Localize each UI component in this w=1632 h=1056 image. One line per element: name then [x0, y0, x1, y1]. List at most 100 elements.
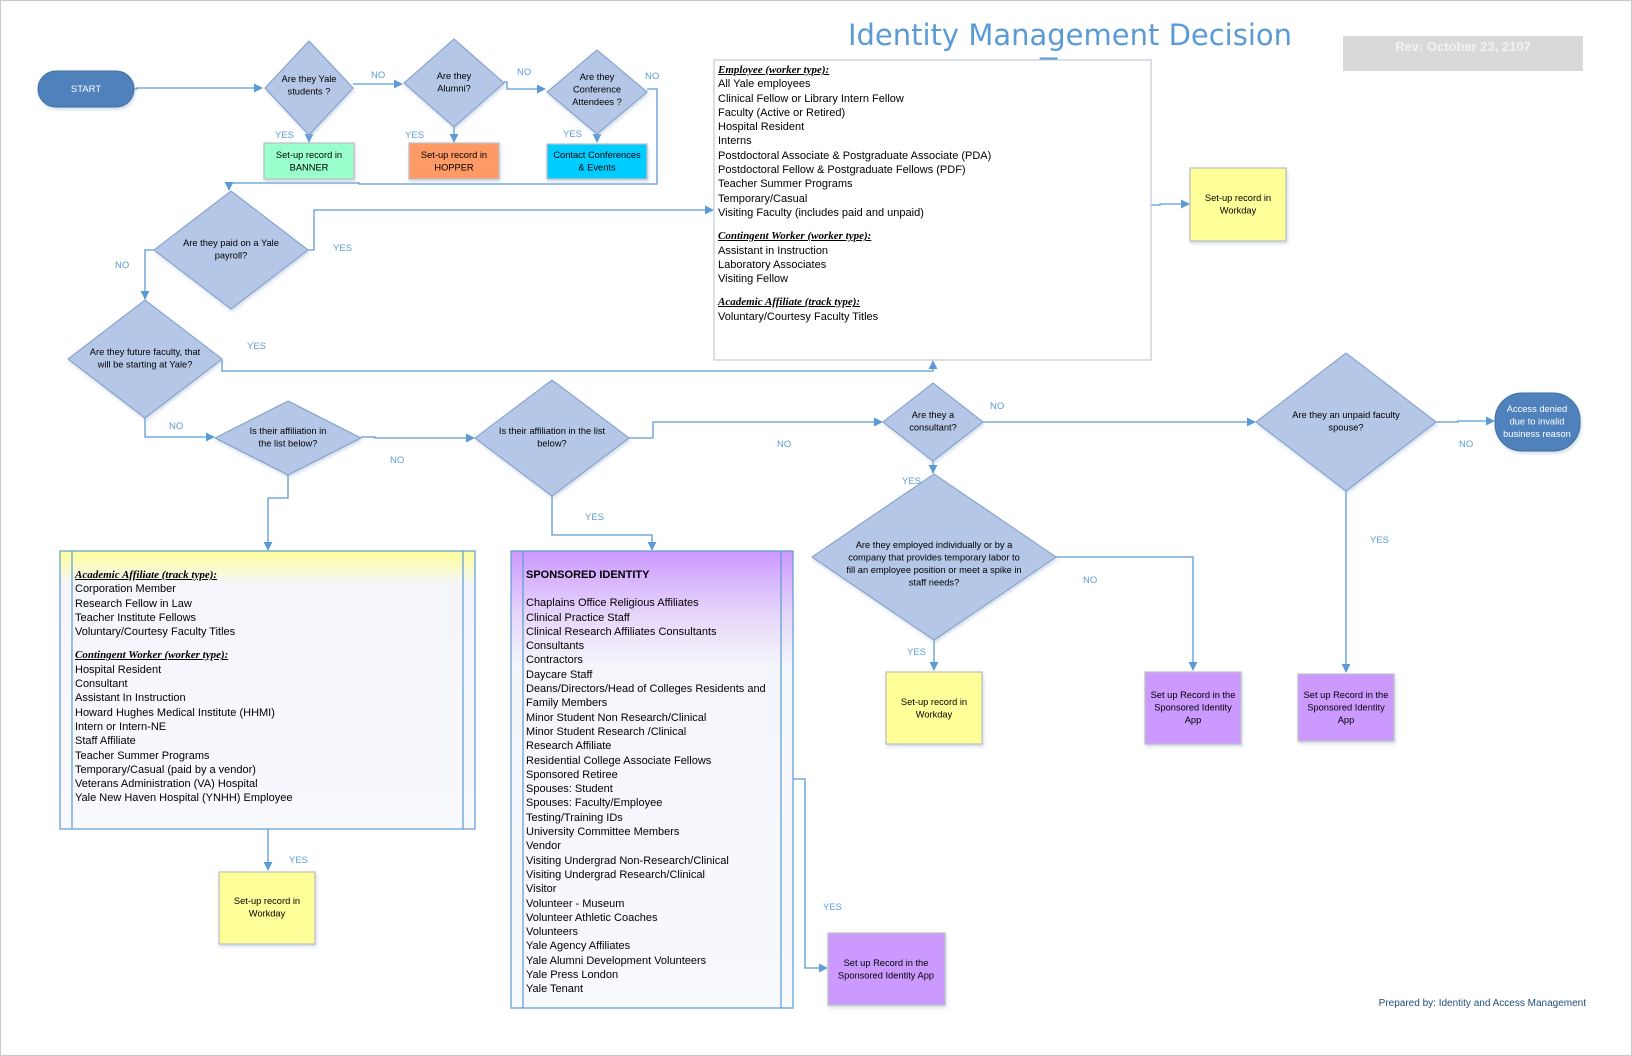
- node-text-line: the list below?: [259, 439, 318, 449]
- list-item: Postdoctoral Associate & Postgraduate As…: [718, 149, 992, 162]
- prepared-by-note: Prepared by: Identity and Access Managem…: [1378, 998, 1586, 1009]
- affiliate-list-box: [59, 550, 476, 830]
- label-no: NO: [169, 421, 183, 432]
- section-gap: [718, 220, 1148, 229]
- sponsored-list-header: SPONSORED IDENTITY: [526, 569, 650, 581]
- outcome-banner-text: Set-up record in BANNER: [276, 150, 342, 173]
- list-item: Research Affiliate: [526, 740, 612, 753]
- node-text-line: consultant?: [909, 423, 957, 433]
- node-text-line: company that provides temporary labor to: [848, 553, 1020, 563]
- node-text-line: App: [1338, 715, 1355, 725]
- list-item: Staff Affiliate: [75, 735, 136, 748]
- list-item: Yale Tenant: [526, 983, 584, 996]
- node-text-line: Conference: [573, 85, 621, 95]
- node-text-line: will be starting at Yale?: [97, 360, 193, 370]
- edge-alumni-no: [504, 81, 546, 94]
- node-text-line: staff needs?: [909, 578, 959, 588]
- start-terminator[interactable]: START: [37, 70, 135, 108]
- label-yes: YES: [902, 476, 921, 487]
- node-text-line: below?: [537, 439, 566, 449]
- list-item: Clinical Research Affiliates Consultants: [526, 625, 717, 638]
- list-item: Yale Press London: [526, 969, 619, 982]
- list-item: Visiting Fellow: [718, 273, 789, 286]
- node-text-line: Set-up record in: [276, 150, 342, 160]
- list-item: Voluntary/Courtesy Faculty Titles: [718, 310, 879, 323]
- label-yes: YES: [1370, 535, 1389, 546]
- node-text-line: Attendees ?: [572, 97, 622, 107]
- label-no: NO: [517, 67, 531, 78]
- list-item: Consultants: [526, 640, 585, 653]
- node-text-line: Sponsored Identity App: [838, 971, 934, 981]
- affiliate-section-header: Academic Affiliate (track type):: [75, 569, 218, 581]
- edge-affiliation2-yes: [551, 496, 657, 551]
- node-text-line: BANNER: [290, 163, 329, 173]
- outcome-banner[interactable]: Set-up record in BANNER: [263, 142, 355, 180]
- node-text-line: Are they an unpaid faculty: [1292, 410, 1400, 420]
- list-item: Minor Student Non Research/Clinical: [526, 711, 707, 724]
- list-item: Interns: [718, 135, 752, 148]
- list-item: Hospital Resident: [75, 663, 162, 676]
- node-text-line: Sponsored Identity: [1307, 703, 1385, 713]
- node-text-line: Are they paid on a Yale: [183, 238, 279, 248]
- list-item: Volunteers: [526, 926, 578, 939]
- list-item: Visiting Undergrad Non-Research/Clinical: [526, 854, 729, 867]
- list-item: Laboratory Associates: [718, 258, 827, 271]
- section-gap: [75, 639, 460, 648]
- list-item: Teacher Summer Programs: [718, 178, 853, 191]
- list-item: Testing/Training IDs: [526, 811, 623, 824]
- list-item: Hospital Resident: [718, 121, 805, 134]
- list-item: Research Fellow in Law: [75, 597, 192, 610]
- edge-affiliation1-yes: [263, 475, 289, 551]
- node-text-line: Contact Conferences: [553, 150, 641, 160]
- employee-section-header: Contingent Worker (worker type):: [718, 230, 872, 243]
- employee-section-header: Employee (worker type):: [718, 64, 830, 76]
- sponsored-list-box: [510, 550, 794, 1009]
- node-text-line: fill an employee position or meet a spik…: [846, 565, 1021, 575]
- affiliate-section-header: Contingent Worker (worker type):: [75, 649, 229, 662]
- edge-affiliation2-no: [629, 417, 883, 439]
- node-text-line: Are they employed individually or by a: [856, 540, 1013, 550]
- list-item: Teacher Summer Programs: [75, 749, 210, 762]
- node-text-line: Access denied: [1507, 404, 1567, 414]
- edge-affiliation1-no: [361, 433, 475, 443]
- list-item: University Committee Members: [526, 826, 680, 839]
- list-item: Yale New Haven Hospital (YNHH) Employee: [75, 792, 293, 805]
- edge-employed-no: [1056, 556, 1198, 671]
- label-no: NO: [371, 70, 385, 81]
- outcome-conferences[interactable]: Contact Conferences & Events: [546, 143, 648, 180]
- list-item: Residential College Associate Fellows: [526, 754, 712, 767]
- decision-employed[interactable]: Are they employed individually or by a co…: [811, 473, 1057, 641]
- list-item: Yale Agency Affiliates: [526, 940, 631, 953]
- node-text-line: & Events: [578, 163, 616, 173]
- label-yes: YES: [289, 855, 308, 866]
- node-text-line: business reason: [1503, 429, 1571, 439]
- list-item: Deans/Directors/Head of Colleges Residen…: [526, 683, 766, 696]
